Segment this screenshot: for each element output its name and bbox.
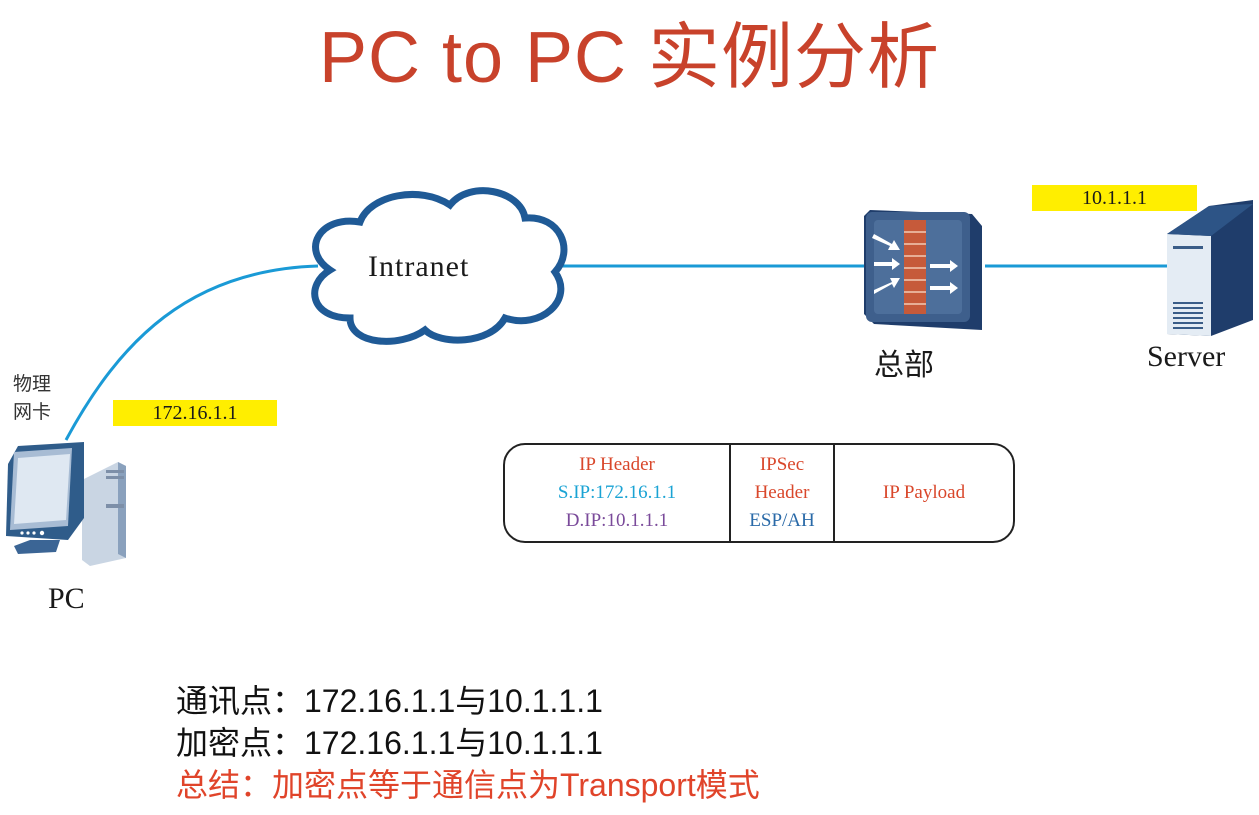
ip-header-cell: IP Header S.IP:172.16.1.1 D.IP:10.1.1.1 bbox=[505, 445, 731, 541]
ip-payload-cell: IP Payload bbox=[835, 445, 1013, 541]
firewall-icon[interactable] bbox=[862, 204, 988, 332]
pc-ip-tag: 172.16.1.1 bbox=[113, 400, 277, 426]
nic-label-line2: 网卡 bbox=[13, 402, 52, 423]
summary-encrypt-points: 加密点：172.16.1.1与10.1.1.1 bbox=[176, 725, 603, 761]
server-tower-icon[interactable] bbox=[1165, 196, 1255, 340]
cloud-label: Intranet bbox=[368, 250, 470, 283]
server-ip-tag: 10.1.1.1 bbox=[1032, 185, 1197, 211]
ipsec-header-cell: IPSec Header ESP/AH bbox=[731, 445, 835, 541]
packet-diagram: IP Header S.IP:172.16.1.1 D.IP:10.1.1.1 … bbox=[503, 443, 1015, 543]
ip-header-dst: D.IP:10.1.1.1 bbox=[565, 510, 669, 531]
pc-label: PC bbox=[48, 582, 85, 615]
summary-conclusion: 总结：加密点等于通信点为Transport模式 bbox=[176, 767, 760, 803]
page-title: PC to PC 实例分析 bbox=[318, 18, 941, 98]
ip-header-title: IP Header bbox=[579, 454, 655, 475]
server-label: Server bbox=[1147, 340, 1226, 373]
cloud-icon bbox=[311, 187, 568, 345]
nic-label: 物理 网卡 bbox=[13, 371, 51, 427]
summary: 通讯点：172.16.1.1与10.1.1.1 加密点：172.16.1.1与1… bbox=[176, 680, 760, 806]
desktop-computer-icon[interactable] bbox=[0, 440, 135, 570]
firewall-label: 总部 bbox=[874, 349, 934, 382]
link-pc-to-cloud bbox=[64, 264, 319, 441]
ip-header-src: S.IP:172.16.1.1 bbox=[557, 482, 677, 503]
ipsec-header-line3: ESP/AH bbox=[749, 510, 815, 531]
ipsec-header-line1: IPSec bbox=[759, 454, 805, 475]
ipsec-header-line2: Header bbox=[754, 482, 810, 503]
summary-comm-points: 通讯点：172.16.1.1与10.1.1.1 bbox=[176, 683, 603, 719]
ip-payload-label: IP Payload bbox=[882, 482, 966, 503]
nic-label-line1: 物理 bbox=[13, 374, 52, 395]
